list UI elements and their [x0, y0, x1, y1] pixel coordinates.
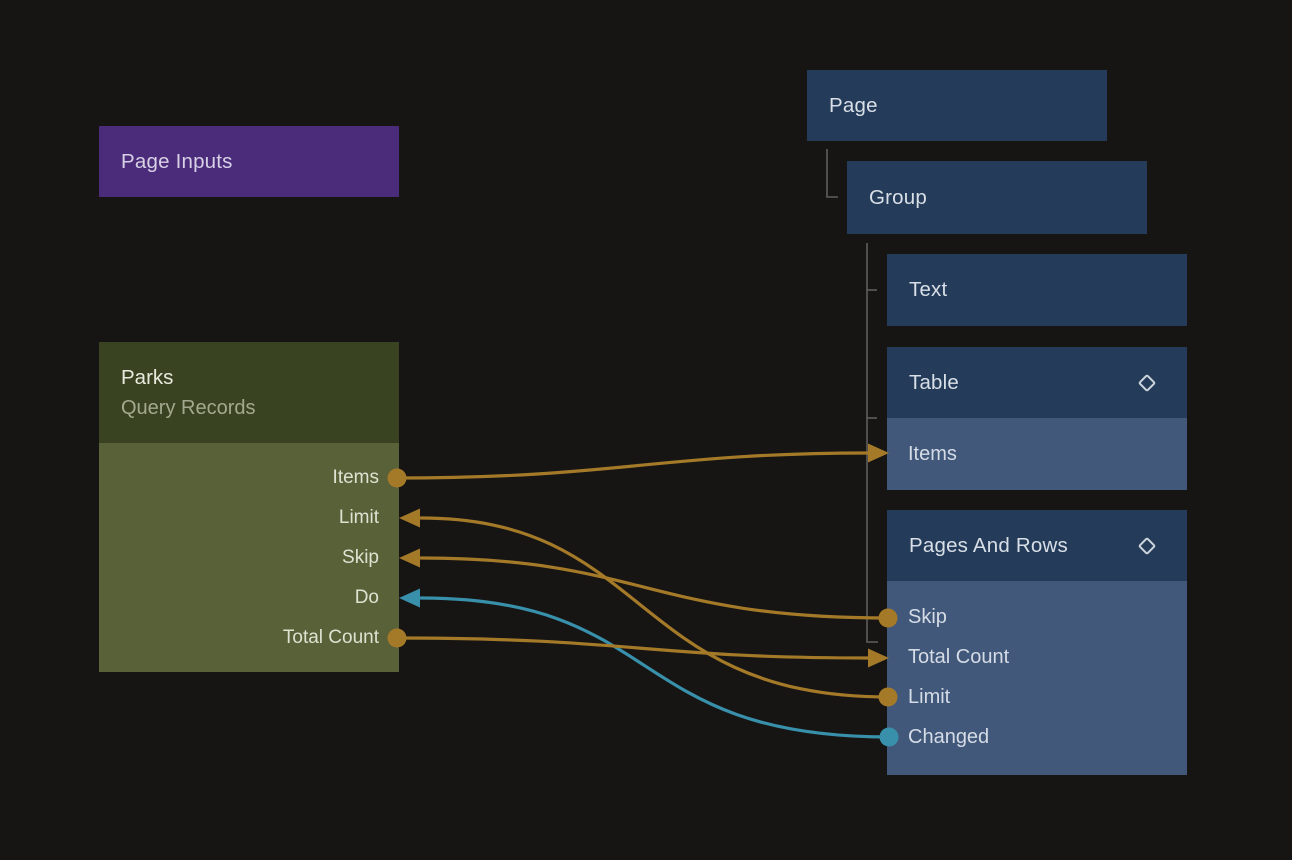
port-items[interactable]: Items	[99, 458, 399, 498]
tree-line-group-children	[866, 243, 878, 643]
node-parks-header[interactable]: Parks Query Records	[99, 342, 399, 443]
node-table[interactable]: Table Items	[887, 347, 1187, 490]
node-pages-and-rows[interactable]: Pages And Rows Skip Total Count Limit Ch…	[887, 510, 1187, 775]
node-text[interactable]: Text	[887, 254, 1187, 326]
port-label: Skip	[342, 547, 379, 568]
arrowhead-parks-limit-input	[399, 508, 420, 528]
port-total-count[interactable]: Total Count	[99, 618, 399, 658]
node-title: Text	[909, 278, 948, 301]
node-subtitle: Query Records	[121, 396, 256, 419]
arrowhead-parks-do-input	[399, 588, 420, 608]
row-label: Skip	[908, 605, 947, 628]
port-label: Do	[354, 587, 379, 608]
arrowhead-par-totalcount-input	[868, 648, 889, 668]
edge-par-limit-to-parks-limit[interactable]	[419, 516, 890, 699]
port-dot-parks-items-output[interactable]	[387, 468, 407, 488]
port-label: Limit	[338, 507, 379, 528]
edge-parks-items-to-table-items[interactable]	[395, 451, 871, 480]
node-title: Table	[909, 370, 960, 394]
node-title: Page Inputs	[121, 149, 233, 173]
row-label: Items	[908, 442, 957, 465]
node-group-header[interactable]: Group	[847, 161, 1147, 234]
port-label: Total Count	[282, 627, 379, 648]
row-total-count[interactable]: Total Count	[887, 637, 1187, 677]
port-limit[interactable]: Limit	[99, 498, 399, 538]
row-label: Changed	[908, 725, 990, 748]
arrowhead-table-items-input	[868, 443, 889, 463]
node-pages-and-rows-header[interactable]: Pages And Rows	[887, 510, 1187, 581]
node-parks-body: Items Limit Skip Do Total Count	[99, 443, 399, 672]
row-changed[interactable]: Changed	[887, 717, 1187, 757]
diamond-icon[interactable]	[1133, 369, 1161, 397]
port-dot-par-changed-output[interactable]	[879, 727, 899, 747]
edge-par-skip-to-parks-skip[interactable]	[419, 556, 890, 620]
node-title: Pages And Rows	[909, 533, 1068, 557]
row-skip[interactable]: Skip	[887, 597, 1187, 637]
node-page-inputs[interactable]: Page Inputs	[99, 126, 399, 197]
node-title: Page	[829, 93, 878, 117]
row-label: Limit	[908, 685, 951, 708]
port-dot-par-skip-output[interactable]	[878, 608, 898, 628]
port-label: Items	[332, 467, 379, 488]
node-pages-and-rows-body: Skip Total Count Limit Changed	[887, 581, 1187, 775]
row-table-items[interactable]: Items	[887, 418, 1187, 490]
edge-par-changed-to-parks-do[interactable]	[419, 596, 891, 739]
node-group[interactable]: Group	[847, 161, 1147, 234]
node-table-header[interactable]: Table	[887, 347, 1187, 418]
arrowhead-parks-skip-input	[399, 548, 420, 568]
row-label: Total Count	[908, 645, 1010, 668]
node-page-inputs-header[interactable]: Page Inputs	[99, 126, 399, 197]
port-dot-parks-totalcount-output[interactable]	[387, 628, 407, 648]
diamond-icon[interactable]	[1133, 532, 1161, 560]
node-text-header[interactable]: Text	[887, 254, 1187, 326]
port-skip[interactable]: Skip	[99, 538, 399, 578]
port-do[interactable]: Do	[99, 578, 399, 618]
node-title: Group	[869, 185, 927, 209]
port-dot-par-limit-output[interactable]	[878, 687, 898, 707]
node-parks-query-records[interactable]: Parks Query Records Items Limit Skip Do …	[99, 342, 399, 672]
node-title: Parks	[121, 365, 174, 389]
node-page[interactable]: Page	[807, 70, 1107, 141]
node-page-header[interactable]: Page	[807, 70, 1107, 141]
edge-parks-totalcount-to-par-totalcount[interactable]	[395, 636, 871, 660]
tree-line-page-to-group	[826, 149, 838, 198]
row-limit[interactable]: Limit	[887, 677, 1187, 717]
